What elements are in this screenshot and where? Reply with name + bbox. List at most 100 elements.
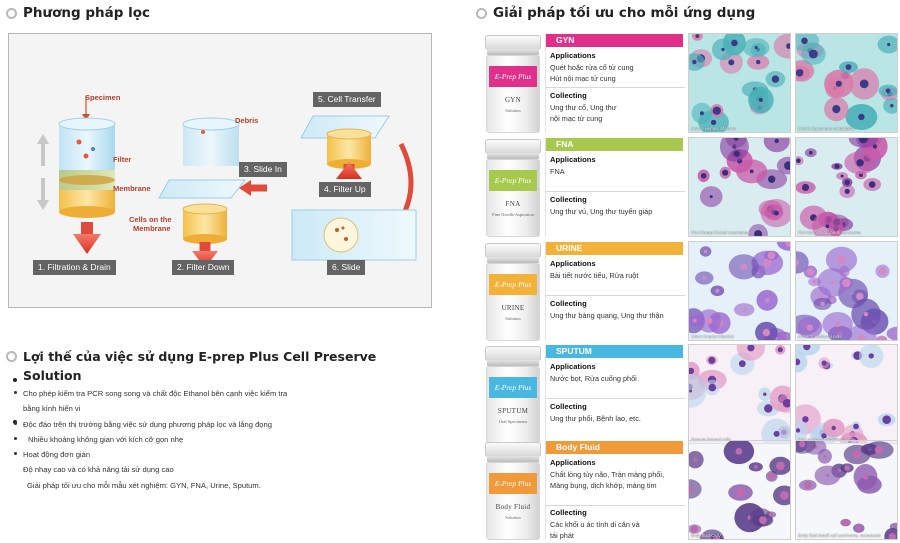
app-name: FNA <box>546 138 683 151</box>
title-bullet-icon <box>6 8 17 19</box>
advantage-item: bằng kính hiển vi <box>23 404 81 414</box>
title-bullet-icon <box>476 8 487 19</box>
slide-in-arrow-icon <box>239 180 251 196</box>
advantage-item: Độc đáo trên thị trường bằng việc sử dụn… <box>23 419 272 429</box>
application-line: Nước bọt, Rửa cuống phổi <box>550 373 637 383</box>
micrograph-2: Oral mucosa-Parakeratosis <box>795 344 898 444</box>
app-row-fna: E-Prep Plus FNA Fine Needle Aspiration F… <box>483 137 900 239</box>
collecting-section: Collecting Ung thư vú, Ung thư tuyến giá… <box>546 194 685 217</box>
up-arrow-icon <box>37 134 49 166</box>
vial-sub: Solution <box>505 108 521 113</box>
micrograph-caption: Urine-Herpes infection <box>691 334 734 339</box>
step-label-2: 2. Filter Down <box>172 260 235 275</box>
vial-brand: E-Prep Plus <box>489 274 537 295</box>
micrograph-caption: FNA Breast-Mucinous carcinoma <box>798 230 861 235</box>
applications-label: Applications <box>550 458 596 467</box>
applications-section: Applications Bài tiết nước tiểu, Rửa ruộ… <box>546 258 685 281</box>
vial-image: E-Prep Plus Body Fluid Solution <box>483 440 543 542</box>
collecting-label: Collecting <box>550 299 587 308</box>
title-bullet-icon <box>6 351 17 362</box>
micrograph-graphic <box>796 441 897 539</box>
debris-callout: Debris <box>235 116 259 125</box>
micrograph-caption: Oral mucosa-Parakeratosis <box>798 437 851 442</box>
specimen-callout: Specimen <box>85 93 121 102</box>
micrograph-1: Sputum-Normal cells <box>688 344 791 444</box>
collecting-line: Ung thư cổ, Ung thư <box>550 102 617 112</box>
app-name: Body Fluid <box>546 441 683 454</box>
advantage-item: Độ nhạy cao và có khả năng tải sử dụng c… <box>23 465 174 475</box>
applications-section: Applications Quét hoặc rửa cổ tử cung Hú… <box>546 50 685 85</box>
micrograph-graphic <box>689 34 790 132</box>
applications-label: Applications <box>550 259 596 268</box>
micrograph-caption: Body fluid-Small cell carcinoma, metasta… <box>798 533 881 538</box>
vial-brand: E-Prep Plus <box>489 170 537 191</box>
vial-name: URINE <box>501 304 525 312</box>
application-line: Quét hoặc rửa cổ tử cung <box>550 62 634 72</box>
vial-brand: E-Prep Plus <box>489 66 537 87</box>
step-label-1: 1. Filtration & Drain <box>33 260 116 275</box>
applications-title-text: Giải pháp tối ưu cho mỗi ứng dụng <box>493 5 756 21</box>
advantages-title-line2: Solution <box>23 368 82 383</box>
applications-label: Applications <box>550 51 596 60</box>
micrograph-caption: Cervix-Herpes infection <box>691 126 736 131</box>
app-name: SPUTUM <box>546 345 683 358</box>
micrograph-caption: FNA Breast-Ductal carcinoma <box>691 230 748 235</box>
micrograph-1: Body fluid-CMV <box>688 440 791 540</box>
advantages-list: Cho phép kiểm tra PCR song song và chất … <box>14 386 434 493</box>
vial-image: E-Prep Plus SPUTUM Oral Specimens <box>483 344 543 446</box>
step-label-4: 4. Filter Up <box>319 182 371 197</box>
app-name: GYN <box>546 34 683 47</box>
app-info: SPUTUM Applications Nước bọt, Rửa cuống … <box>545 345 685 443</box>
advantages-title: Lợi thế của việc sử dụng E-prep Plus Cel… <box>6 347 376 385</box>
application-line: Bài tiết nước tiểu, Rửa ruột <box>550 270 639 280</box>
step-label-6: 6. Slide <box>327 260 366 275</box>
cells-callout-line1: Cells on the <box>129 215 172 224</box>
collecting-label: Collecting <box>550 91 587 100</box>
collecting-line: Ung thư bàng quang, Ung thư thận <box>550 310 664 320</box>
filtration-diagram-graphic <box>37 96 417 268</box>
micrograph-graphic <box>796 242 897 340</box>
app-row-sputum: E-Prep Plus SPUTUM Oral Specimens SPUTUM… <box>483 344 900 446</box>
micrograph-graphic <box>689 242 790 340</box>
micrograph-graphic <box>689 345 790 443</box>
cells-callout-line2: Membrane <box>133 224 171 233</box>
app-row-body-fluid: E-Prep Plus Body Fluid Solution Body Flu… <box>483 440 900 542</box>
advantages-title-line1: Lợi thế của việc sử dụng E-prep Plus Cel… <box>23 349 377 364</box>
vial-sub: Solution <box>505 316 521 321</box>
advantage-item: Cho phép kiểm tra PCR song song và chất … <box>14 386 434 401</box>
application-line: Chất lỏng tủy não, Tràn màng phổi, <box>550 469 664 479</box>
application-line: Màng bụng, dịch khớp, màng tim <box>550 481 657 490</box>
collecting-label: Collecting <box>550 508 587 517</box>
collecting-label: Collecting <box>550 402 587 411</box>
collecting-section: Collecting Ung thư bàng quang, Ung thư t… <box>546 298 685 321</box>
filter-up-arrow-icon <box>336 162 362 179</box>
vial-sub: Fine Needle Aspiration <box>492 212 534 217</box>
applications-section: Applications Nước bọt, Rửa cuống phổi <box>546 361 685 384</box>
micrograph-2: FNA Breast-Mucinous carcinoma <box>795 137 898 237</box>
applications-label: Applications <box>550 155 596 164</box>
app-row-urine: E-Prep Plus URINE Solution URINE Applica… <box>483 241 900 343</box>
vial-brand: E-Prep Plus <box>489 377 537 398</box>
collecting-section: Collecting Các khối u ác tính di căn và … <box>546 507 685 542</box>
filtration-method-title-text: Phương pháp lọc <box>23 5 151 21</box>
down-arrow-icon <box>37 178 49 210</box>
micrograph-caption: Cervix-Squamous metaplasia <box>798 126 855 131</box>
micrograph-caption: Urine-Transitional cells <box>798 334 842 339</box>
vial-name: GYN <box>504 96 522 104</box>
micrograph-1: Cervix-Herpes infection <box>688 33 791 133</box>
micrograph-caption: Body fluid-CMV <box>691 533 721 538</box>
micrograph-graphic <box>689 138 790 236</box>
vial-image: E-Prep Plus FNA Fine Needle Aspiration <box>483 137 543 239</box>
app-info: Body Fluid Applications Chất lỏng tủy nã… <box>545 441 685 542</box>
filtration-method-title: Phương pháp lọc <box>6 5 150 21</box>
vial-sub: Oral Specimens <box>498 419 528 424</box>
collecting-line: Ung thư phổi, Bệnh lao, etc. <box>550 413 641 423</box>
micrograph-2: Cervix-Squamous metaplasia <box>795 33 898 133</box>
app-info: FNA Applications FNA Collecting Ung thư … <box>545 138 685 236</box>
applications-section: Applications FNA <box>546 154 685 177</box>
application-line: Hút nội mạc tử cung <box>550 74 616 83</box>
step-label-5: 5. Cell Transfer <box>313 92 381 107</box>
vial-name: FNA <box>505 200 521 208</box>
micrograph-caption: Sputum-Normal cells <box>691 437 731 442</box>
vial-name: Body Fluid <box>495 503 531 511</box>
